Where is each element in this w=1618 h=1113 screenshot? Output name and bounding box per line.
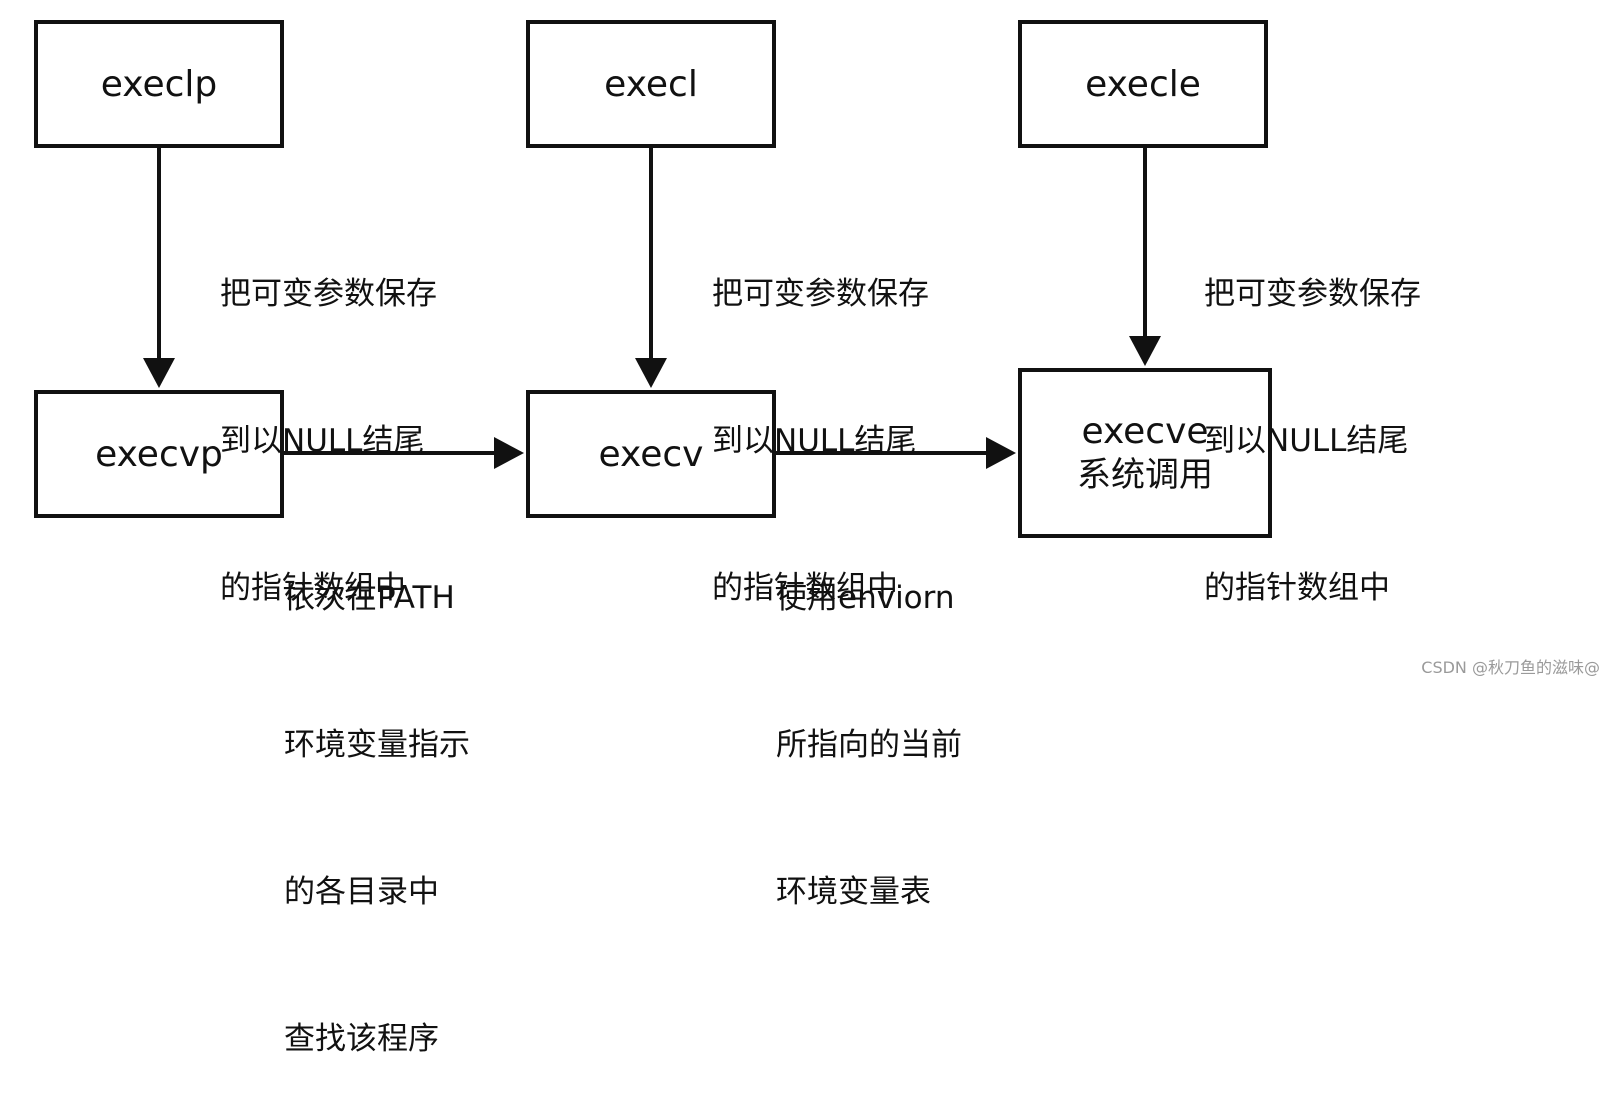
arrowhead-execvp-to-execv: [494, 437, 524, 469]
note-line: 到以NULL结尾: [1204, 423, 1409, 459]
note-line: 的指针数组中: [712, 570, 898, 606]
note-environ: 使用enviorn 所指向的当前 环境变量表: [776, 476, 962, 966]
node-execv-label: execv: [598, 433, 704, 475]
node-execve-sublabel: 系统调用: [1077, 455, 1213, 496]
node-execlp-label: execlp: [100, 63, 218, 105]
note-execlp-varargs: 把可变参数保存 到以NULL结尾 的指针数组中: [220, 172, 437, 662]
note-line: 的指针数组中: [220, 570, 406, 606]
node-execve: execve 系统调用: [1018, 368, 1272, 538]
node-execle-label: execle: [1085, 63, 1201, 105]
note-line: 到以NULL结尾: [712, 423, 917, 459]
node-execv: execv: [526, 390, 776, 518]
note-line: 把可变参数保存: [1204, 276, 1421, 312]
arrowhead-execv-to-execve: [986, 437, 1016, 469]
node-execvp: execvp: [34, 390, 284, 518]
note-line: 环境变量表: [776, 874, 931, 910]
note-line: 的指针数组中: [1204, 570, 1390, 606]
node-execle: execle: [1018, 20, 1268, 148]
node-execvp-label: execvp: [95, 433, 223, 475]
arrowhead-execl-to-execv: [635, 358, 667, 388]
note-line: 环境变量指示: [284, 727, 470, 763]
node-execve-label: execve: [1081, 411, 1209, 453]
note-execle-varargs: 把可变参数保存 到以NULL结尾 的指针数组中: [1204, 172, 1421, 662]
connector-layer: [143, 148, 1161, 469]
arrowhead-execlp-to-execvp: [143, 358, 175, 388]
note-line: 所指向的当前: [776, 727, 962, 763]
note-path-search: 依次在PATH 环境变量指示 的各目录中 查找该程序: [284, 476, 470, 1113]
node-execlp: execlp: [34, 20, 284, 148]
watermark: CSDN @秋刀鱼的滋味@: [1421, 658, 1600, 677]
note-line: 查找该程序: [284, 1021, 439, 1057]
note-line: 把可变参数保存: [712, 276, 929, 312]
note-line: 到以NULL结尾: [220, 423, 425, 459]
note-line: 的各目录中: [284, 874, 439, 910]
note-execl-varargs: 把可变参数保存 到以NULL结尾 的指针数组中: [712, 172, 929, 662]
note-line: 依次在PATH: [284, 580, 455, 616]
note-line: 把可变参数保存: [220, 276, 437, 312]
node-execl-label: execl: [604, 63, 698, 105]
arrowhead-execle-to-execve: [1129, 336, 1161, 366]
note-line: 使用enviorn: [776, 580, 955, 616]
node-execl: execl: [526, 20, 776, 148]
